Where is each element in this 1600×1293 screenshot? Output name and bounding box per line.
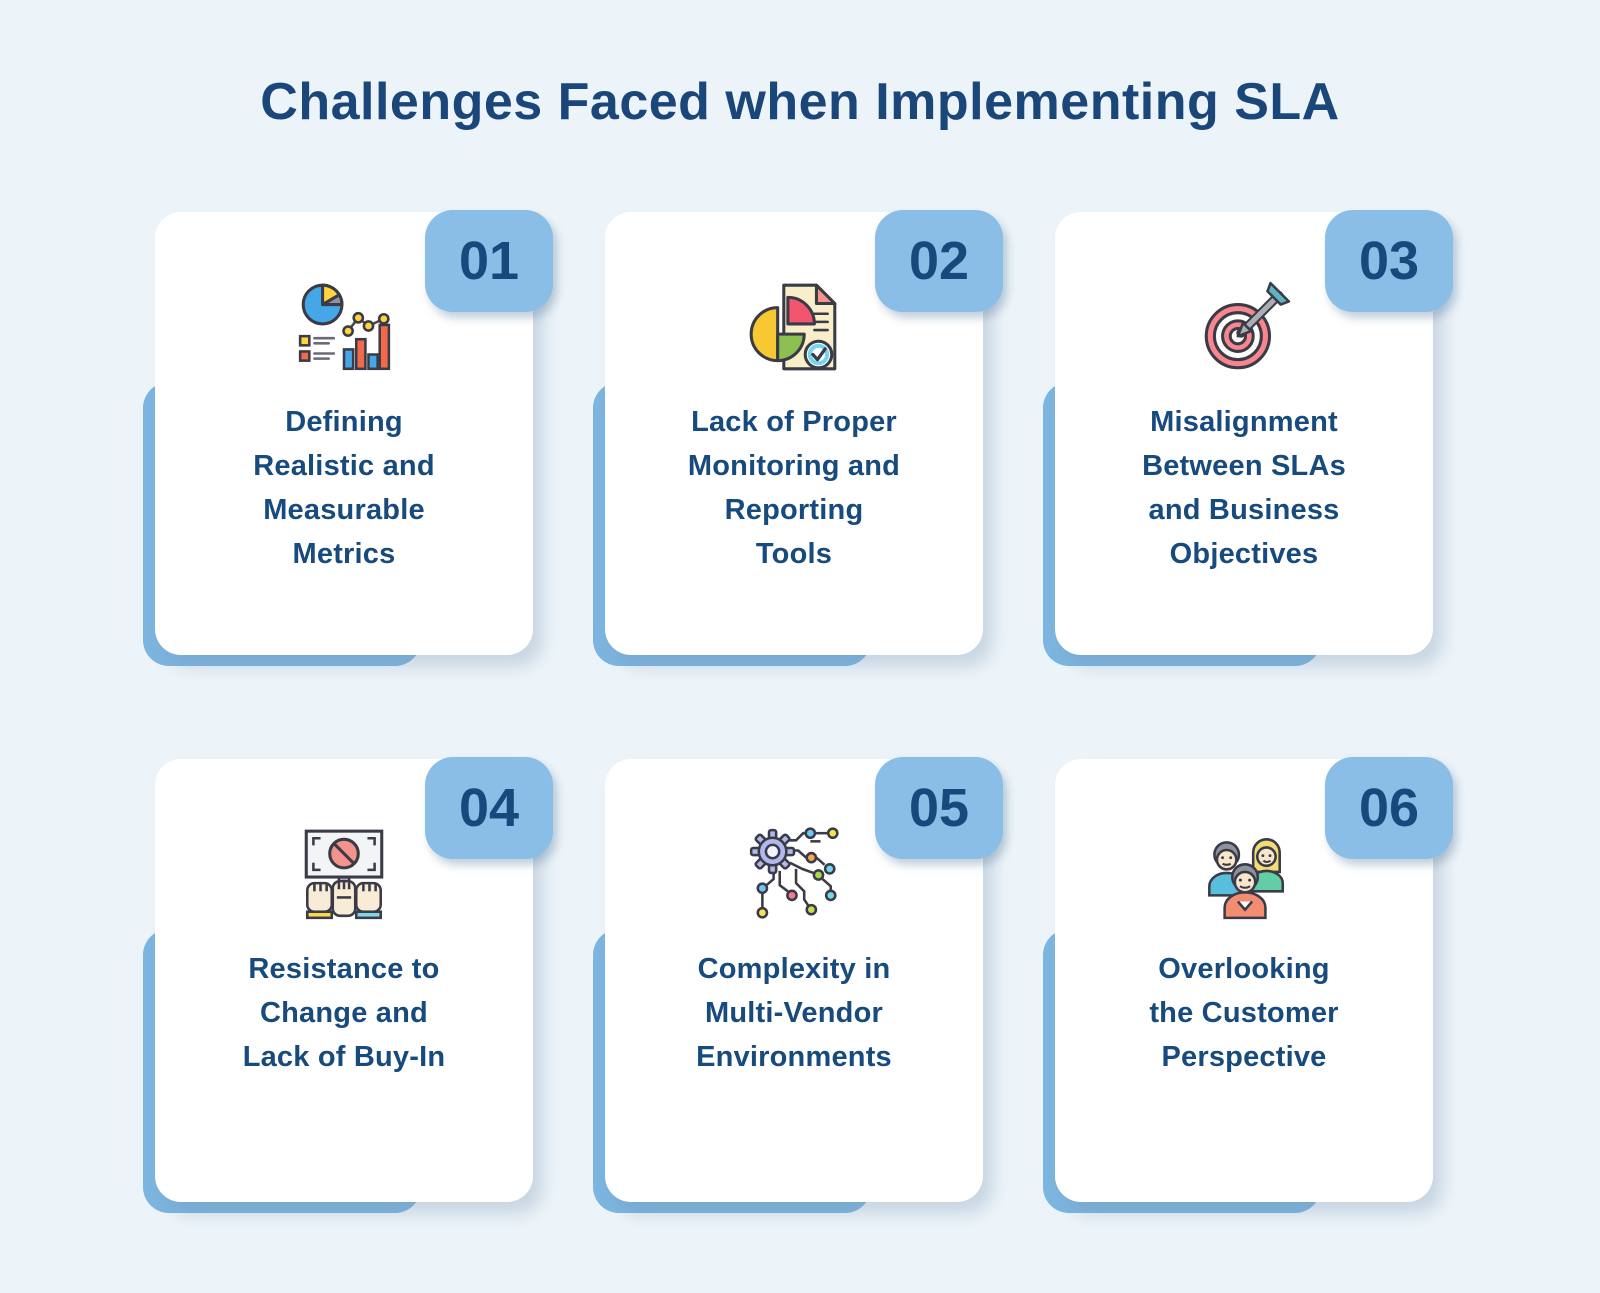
protest-sign-icon xyxy=(289,825,399,925)
card-title: Defining Realistic and Measurable Metric… xyxy=(253,406,435,570)
card-number: 05 xyxy=(908,778,970,838)
gear-network-icon xyxy=(739,825,849,925)
challenge-card-5: Complexity in Multi-Vendor Environments … xyxy=(593,757,1003,1213)
report-piechart-icon xyxy=(739,278,849,378)
challenge-card-6: Overlooking the Customer Perspective 06 xyxy=(1043,757,1453,1213)
challenge-card-3: Misalignment Between SLAs and Business O… xyxy=(1043,210,1453,666)
card-number: 01 xyxy=(458,231,520,291)
page-title: Challenges Faced when Implementing SLA xyxy=(260,73,1340,131)
challenge-card-1: Defining Realistic and Measurable Metric… xyxy=(143,210,553,666)
people-group-icon xyxy=(1189,825,1299,925)
card-number-badge: 04 xyxy=(425,757,553,859)
challenge-card-4: Resistance to Change and Lack of Buy-In … xyxy=(143,757,553,1213)
card-number-badge: 05 xyxy=(875,757,1003,859)
card-number: 03 xyxy=(1358,231,1420,291)
card-number: 02 xyxy=(908,231,970,291)
card-title: Misalignment Between SLAs and Business O… xyxy=(1142,406,1346,570)
analytics-chart-icon xyxy=(289,278,399,378)
cards-grid: Defining Realistic and Measurable Metric… xyxy=(143,210,1453,1213)
card-number: 06 xyxy=(1358,778,1420,838)
target-arrow-icon xyxy=(1189,278,1299,378)
card-number-badge: 03 xyxy=(1325,210,1453,312)
card-number: 04 xyxy=(458,778,520,838)
card-number-badge: 06 xyxy=(1325,757,1453,859)
challenge-card-2: Lack of Proper Monitoring and Reporting … xyxy=(593,210,1003,666)
card-number-badge: 02 xyxy=(875,210,1003,312)
card-title: Lack of Proper Monitoring and Reporting … xyxy=(687,406,901,570)
card-title: Resistance to Change and Lack of Buy-In xyxy=(242,953,446,1073)
card-title: Overlooking the Customer Perspective xyxy=(1149,953,1339,1073)
card-title: Complexity in Multi-Vendor Environments xyxy=(696,953,892,1073)
card-number-badge: 01 xyxy=(425,210,553,312)
